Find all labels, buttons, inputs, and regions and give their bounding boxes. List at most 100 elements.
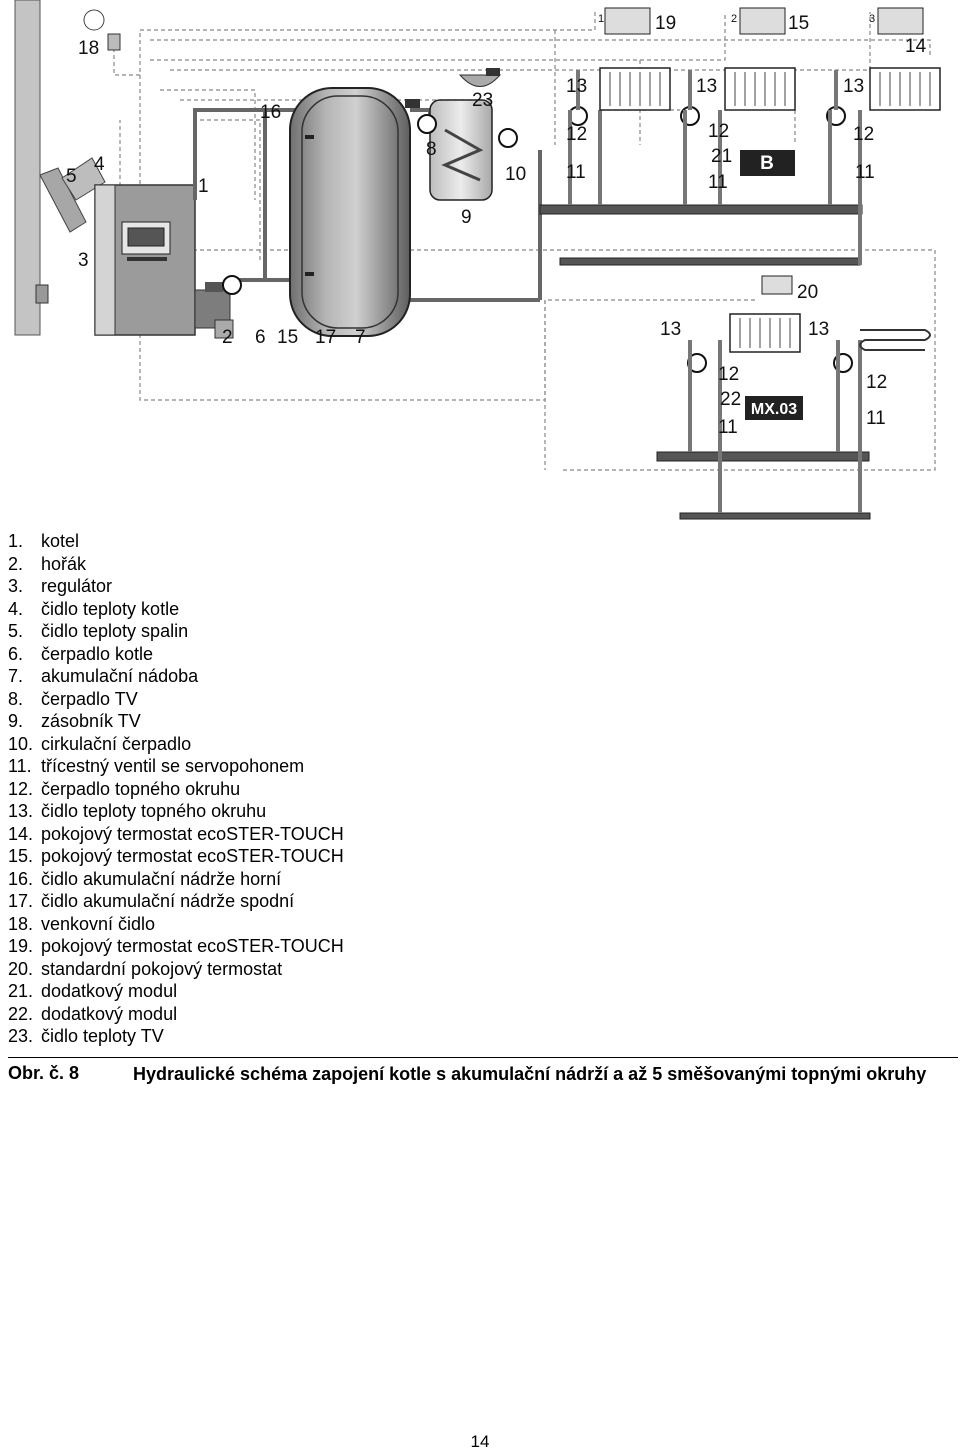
legend-item-text: čidlo akumulační nádrže horní <box>41 868 282 889</box>
radiator-icons <box>599 67 941 353</box>
boiler-icon <box>94 184 234 339</box>
callout-10: 10 <box>505 164 526 185</box>
callout-2: 2 <box>222 327 233 348</box>
module-mx <box>745 396 803 420</box>
callout-20: 20 <box>797 282 818 303</box>
callout-21: 21 <box>711 146 732 167</box>
callout-9: 9 <box>461 207 472 228</box>
callout-18: 18 <box>78 38 99 59</box>
callout-15: 15 <box>277 327 298 348</box>
callout-12: 12 <box>708 121 729 142</box>
legend-item: 17. čidlo akumulační nádrže spodní <box>8 890 708 913</box>
dhw-tank-icon <box>405 68 502 201</box>
legend-item-number: 1. <box>8 531 24 551</box>
legend-item-text: zásobník TV <box>41 711 141 731</box>
room-thermostat-icons <box>604 7 924 295</box>
legend-item-text: čerpadlo topného okruhu <box>41 778 241 799</box>
legend-item-number: 16. <box>8 868 34 889</box>
wiring <box>113 12 936 471</box>
legend-item-text: pokojový termostat ecoSTER-TOUCH <box>41 823 344 844</box>
legend-item-text: akumulační nádoba <box>41 666 199 686</box>
callout-5: 5 <box>66 166 77 187</box>
callout-11: 11 <box>866 408 886 429</box>
callout-3: 3 <box>78 250 89 271</box>
callout-12: 12 <box>566 124 587 145</box>
standard-thermostat-icon <box>761 275 793 295</box>
chimney-icon <box>14 0 106 336</box>
legend-item-number: 8. <box>8 688 24 709</box>
callout-7: 7 <box>355 327 366 348</box>
legend-item-text: pokojový termostat ecoSTER-TOUCH <box>41 936 344 956</box>
legend-item: 23.čidlo teploty TV <box>8 1025 708 1048</box>
callout-14: 14 <box>905 36 927 57</box>
legend-item: 11.třícestný ventil se servopohonem <box>8 755 708 778</box>
callouts: 1 2 3 4 5 6 7 8 9 10 11 12 13 11 12 13 1… <box>66 13 927 438</box>
legend-item: 9. zásobník TV <box>8 710 708 733</box>
module-mx-label: MX.03 <box>751 401 797 418</box>
thermostat-icon <box>877 7 924 35</box>
legend-item-number: 12. <box>8 778 34 799</box>
legend-item-text: cirkulační čerpadlo <box>41 733 192 754</box>
callout-15: 15 <box>788 13 809 34</box>
legend-item-text: regulátor <box>41 576 113 596</box>
pump-icon <box>417 114 437 134</box>
legend-item-text: čidlo teploty spalin <box>41 621 189 641</box>
thermostat-mark: 3 <box>869 13 875 25</box>
legend-item-number: 2. <box>8 553 24 574</box>
legend-item: 16. čidlo akumulační nádrže horní <box>8 868 708 891</box>
module-b <box>740 150 795 176</box>
legend-item-text: čerpadlo kotle <box>41 643 154 664</box>
legend-item-text: čidlo teploty TV <box>41 1026 164 1046</box>
callout-6: 6 <box>255 327 266 348</box>
callout-11: 11 <box>718 417 738 438</box>
callout-13: 13 <box>660 319 681 340</box>
legend-item: 20.standardní pokojový termostat <box>8 958 708 981</box>
legend-item-number: 17. <box>8 891 34 911</box>
legend-item: 2.hořák <box>8 553 708 576</box>
legend-item-text: dodatkový modul <box>41 981 178 1001</box>
thermostat-mark: 1 <box>598 13 604 25</box>
callout-19: 19 <box>655 13 676 34</box>
figure-caption: Hydraulické schéma zapojení kotle s akum… <box>133 1064 927 1084</box>
legend-item-text: čerpadlo TV <box>41 688 138 709</box>
legend-item: 8. čerpadlo TV <box>8 688 708 711</box>
legend-item-text: čidlo akumulační nádrže spodní <box>41 891 295 911</box>
legend-item-text: dodatkový modul <box>41 1003 178 1024</box>
legend-item-number: 14. <box>8 823 34 844</box>
legend-item-number: 21. <box>8 981 34 1001</box>
callout-23: 23 <box>472 90 493 111</box>
legend-item-number: 22. <box>8 1003 34 1024</box>
callout-22: 22 <box>720 389 741 410</box>
callout-16: 16 <box>260 102 281 123</box>
legend-item: 10. cirkulační čerpadlo <box>8 733 708 756</box>
callout-13: 13 <box>566 76 587 97</box>
pump-icon <box>222 275 242 295</box>
callout-12: 12 <box>853 124 874 145</box>
module-b-label: B <box>760 153 774 174</box>
legend-item: 4. čidlo teploty kotle <box>8 598 708 621</box>
buffer-tank-icon <box>289 87 411 337</box>
radiator-icon <box>599 67 671 111</box>
radiator-icon <box>869 67 941 111</box>
legend-item-number: 11. <box>8 756 32 776</box>
legend-item-number: 10. <box>8 733 34 754</box>
callout-1: 1 <box>198 176 209 197</box>
caption-rule <box>8 1057 958 1058</box>
outdoor-sensor-icon <box>83 9 121 51</box>
legend-item-text: čidlo teploty topného okruhu <box>41 801 267 821</box>
legend-item: 18. venkovní čidlo <box>8 913 708 936</box>
legend-item-number: 18. <box>8 913 34 934</box>
legend-item-text: čidlo teploty kotle <box>41 598 180 619</box>
legend-item-text: venkovní čidlo <box>41 913 156 934</box>
callout-13: 13 <box>696 76 717 97</box>
callout-13: 13 <box>843 76 864 97</box>
thermostat-icon <box>739 7 786 35</box>
callout-13: 13 <box>808 319 829 340</box>
legend-item: 19. pokojový termostat ecoSTER-TOUCH <box>8 935 708 958</box>
legend-item-number: 4. <box>8 598 24 619</box>
legend-item-number: 9. <box>8 711 24 731</box>
legend-item-number: 19. <box>8 936 34 956</box>
legend-item: 3.regulátor <box>8 575 708 598</box>
legend-item: 13.čidlo teploty topného okruhu <box>8 800 708 823</box>
legend-item: 21. dodatkový modul <box>8 980 708 1003</box>
